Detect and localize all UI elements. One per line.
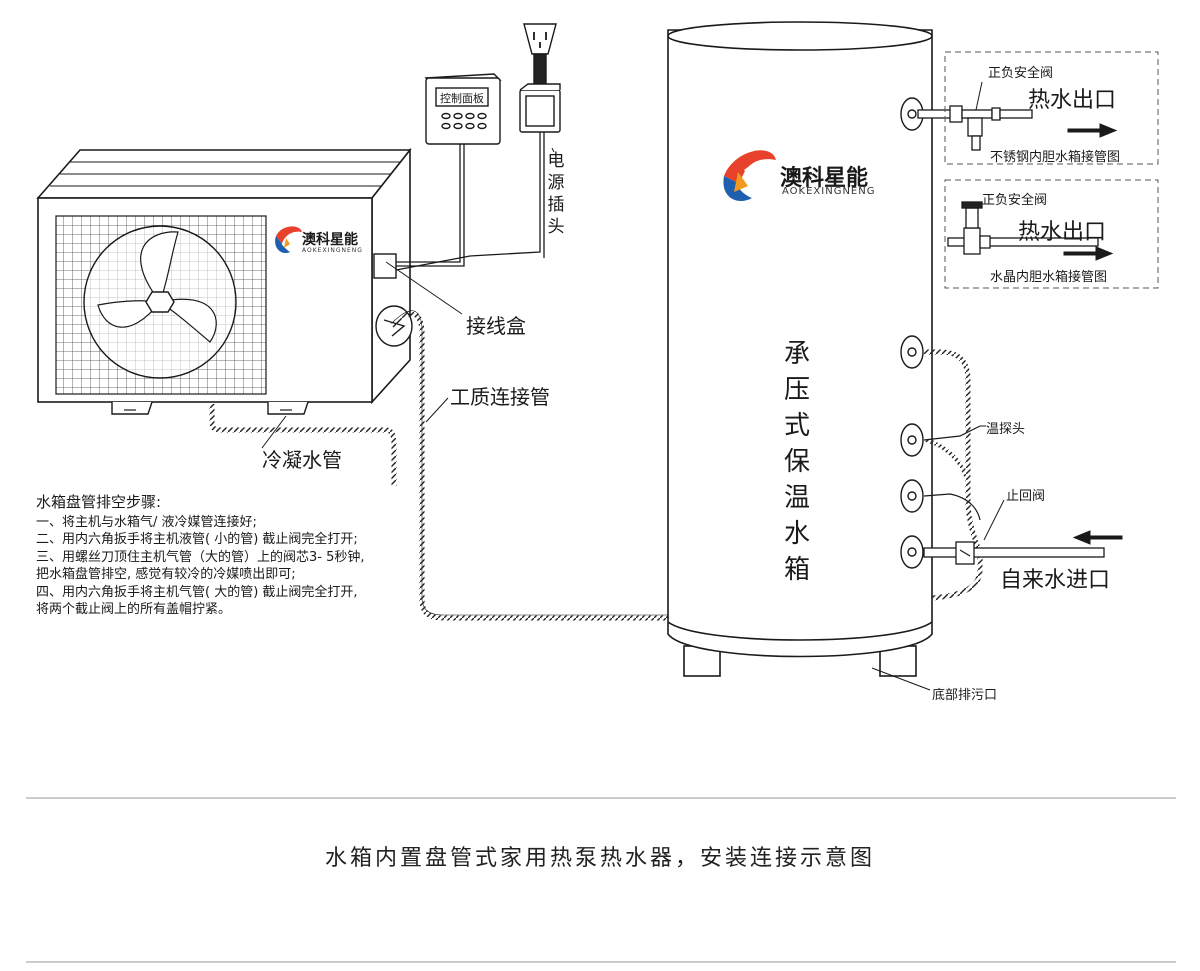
- tank-name-label: 承压式保温水箱: [783, 339, 810, 585]
- tank-brand-name: 澳科星能: [780, 166, 869, 191]
- heat-pump-unit: [36, 147, 413, 415]
- tap-water-inlet-label: 自来水进口: [1000, 568, 1111, 593]
- crystal-liner-pipe: [947, 201, 1099, 255]
- wiring: [395, 132, 545, 271]
- drain-step-line: 将两个截止阀上的所有盖帽拧紧。: [36, 602, 232, 617]
- power-plug-label: 电源插头: [547, 151, 565, 237]
- tank-brand-en: AOKEXINGNENG: [782, 186, 876, 197]
- working-fluid-pipe-label: 工质连接管: [450, 385, 550, 409]
- bottom-drain-label: 底部排污口: [932, 688, 998, 703]
- tank-leader-lines: [871, 81, 1005, 691]
- drain-step-line: 三、用螺丝刀顶住主机气管（大的管）上的阀芯3- 5秒钟,: [36, 549, 365, 565]
- drain-step-line: 二、用内六角扳手将主机液管( 小的管) 截止阀完全打开;: [36, 532, 358, 547]
- hot-water-outlet-label-1: 热水出口: [1028, 88, 1117, 113]
- condensate-pipe: [209, 404, 397, 486]
- tank-logo-mark: [723, 150, 776, 202]
- hot-water-outlet-label-2: 热水出口: [1018, 220, 1107, 245]
- crystal-liner-caption: 水晶内胆水箱接管图: [990, 270, 1108, 285]
- unit-brand-en: AOKEXINGNENG: [302, 247, 363, 254]
- junction-box-label: 接线盒: [466, 314, 526, 338]
- tank-fittings: [900, 97, 924, 569]
- drain-step-line: 一、将主机与水箱气/ 液冷媒管连接好;: [36, 514, 257, 530]
- tank-connections: [923, 349, 1105, 601]
- stainless-liner-caption: 不锈钢内胆水箱接管图: [990, 150, 1121, 165]
- hot-water-outlet-pipe: [917, 105, 1033, 151]
- diagram-caption: 水箱内置盘管式家用热泵热水器，安装连接示意图: [324, 846, 875, 871]
- safety-valve-label-2: 正负安全阀: [982, 193, 1048, 208]
- drain-steps-title: 水箱盘管排空步骤:: [36, 493, 162, 511]
- stainless-liner-detail-box: [944, 51, 1159, 165]
- working-fluid-pipe: [390, 311, 668, 621]
- power-plug: [519, 23, 561, 133]
- control-panel-label: 控制面板: [440, 92, 484, 105]
- drain-step-line: 四、用内六角扳手将主机气管( 大的管) 截止阀完全打开,: [36, 584, 358, 600]
- unit-logo-mark: [275, 226, 302, 254]
- drain-steps: 水箱盘管排空步骤: 一、将主机与水箱气/ 液冷媒管连接好; 二、用内六角扳手将主…: [36, 493, 365, 619]
- check-valve-label: 止回阀: [1006, 489, 1046, 504]
- drain-step-line: 把水箱盘管排空, 感觉有较冷的冷媒喷出即可;: [36, 567, 296, 582]
- unit-brand-name: 澳科星能: [302, 232, 358, 248]
- condensate-pipe-label: 冷凝水管: [262, 448, 342, 472]
- control-panel: [424, 73, 502, 145]
- safety-valve-label-1: 正负安全阀: [988, 66, 1054, 81]
- flow-arrows: [1063, 123, 1123, 545]
- temp-probe-label: 温探头: [986, 422, 1026, 437]
